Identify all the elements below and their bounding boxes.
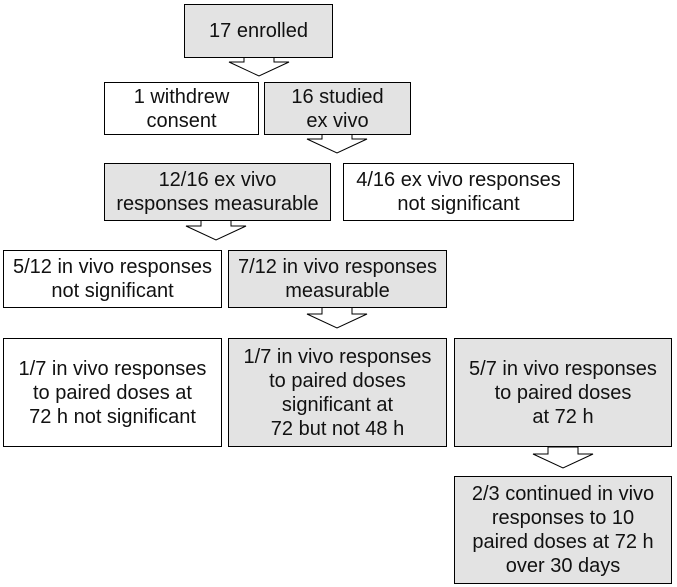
arrow-exvivo-down [185,219,247,241]
arrow-studied-down [306,132,368,154]
withdrew-consent-text: 1 withdrew consent [133,85,230,132]
withdrew-consent-box: 1 withdrew consent [104,82,259,135]
paired-not-significant-text: 1/7 in vivo responses to paired doses at… [18,357,207,428]
arrow-invivo-down [306,306,368,329]
invivo-measurable-box: 7/12 in vivo responses measurable [228,250,447,308]
exvivo-measurable-box: 12/16 ex vivo responses measurable [104,163,331,221]
arrow-paired-down [532,446,594,469]
exvivo-measurable-text: 12/16 ex vivo responses measurable [116,169,319,215]
paired-72h-text: 5/7 in vivo responses to paired doses at… [469,357,657,428]
exvivo-not-significant-text: 4/16 ex vivo responses not significant [356,169,561,215]
studied-ex-vivo-text: 16 studied ex vivo [291,85,384,132]
continued-invivo-text: 2/3 continued in vivo responses to 10 pa… [471,483,655,577]
paired-72-not-48-text: 1/7 in vivo responses to paired doses si… [243,345,432,440]
paired-72-not-48-box: 1/7 in vivo responses to paired doses si… [228,338,447,447]
arrow-enrolled-down [228,56,290,77]
invivo-not-significant-box: 5/12 in vivo responses not significant [3,250,222,308]
enrolled-box: 17 enrolled [184,4,333,58]
paired-72h-box: 5/7 in vivo responses to paired doses at… [454,338,672,447]
exvivo-not-significant-box: 4/16 ex vivo responses not significant [343,163,574,221]
invivo-not-significant-text: 5/12 in vivo responses not significant [12,256,212,302]
paired-not-significant-box: 1/7 in vivo responses to paired doses at… [3,338,222,447]
continued-invivo-box: 2/3 continued in vivo responses to 10 pa… [454,476,672,584]
invivo-measurable-text: 7/12 in vivo responses measurable [237,256,437,302]
enrolled-text: 17 enrolled [209,20,308,42]
studied-ex-vivo-box: 16 studied ex vivo [264,82,411,135]
